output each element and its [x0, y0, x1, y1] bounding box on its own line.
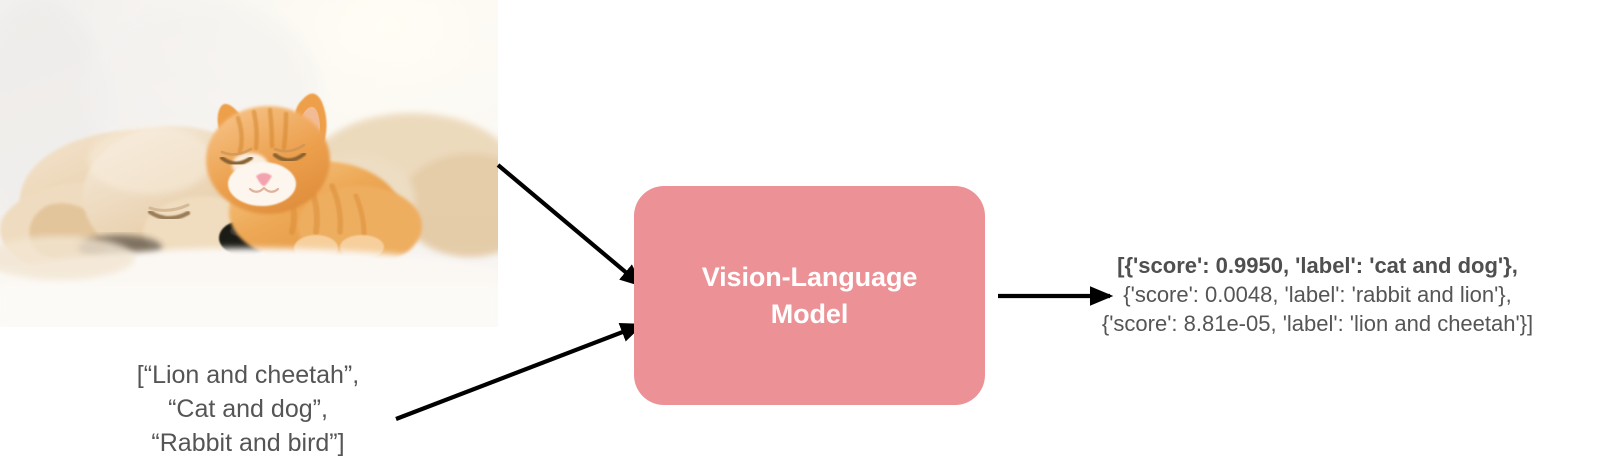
model-box-label: Vision-Language Model [701, 262, 918, 329]
arrow-image-to-model [496, 163, 644, 288]
output-line-2: {'score': 0.0048, 'label': 'rabbit and l… [1123, 281, 1512, 307]
prompt-label-list: [“Lion and cheetah”, “Cat and dog”, “Rab… [100, 358, 396, 460]
prompt-line-2: “Cat and dog”, [168, 395, 328, 423]
output-line-3: {'score': 8.81e-05, 'label': 'lion and c… [1101, 310, 1534, 336]
output-line-1: [{'score': 0.9950, 'label': 'cat and dog… [1117, 253, 1518, 278]
input-image [0, 0, 498, 327]
puppy-kitten-photo [0, 0, 498, 327]
prompt-line-1: [“Lion and cheetah”, [136, 361, 360, 389]
prompt-line-3: “Rabbit and bird”] [151, 429, 345, 457]
model-output-list: [{'score': 0.9950, 'label': 'cat and dog… [1040, 252, 1595, 338]
arrow-labels-to-model [395, 323, 645, 421]
vision-language-model-box: Vision-Language Model [634, 186, 985, 405]
